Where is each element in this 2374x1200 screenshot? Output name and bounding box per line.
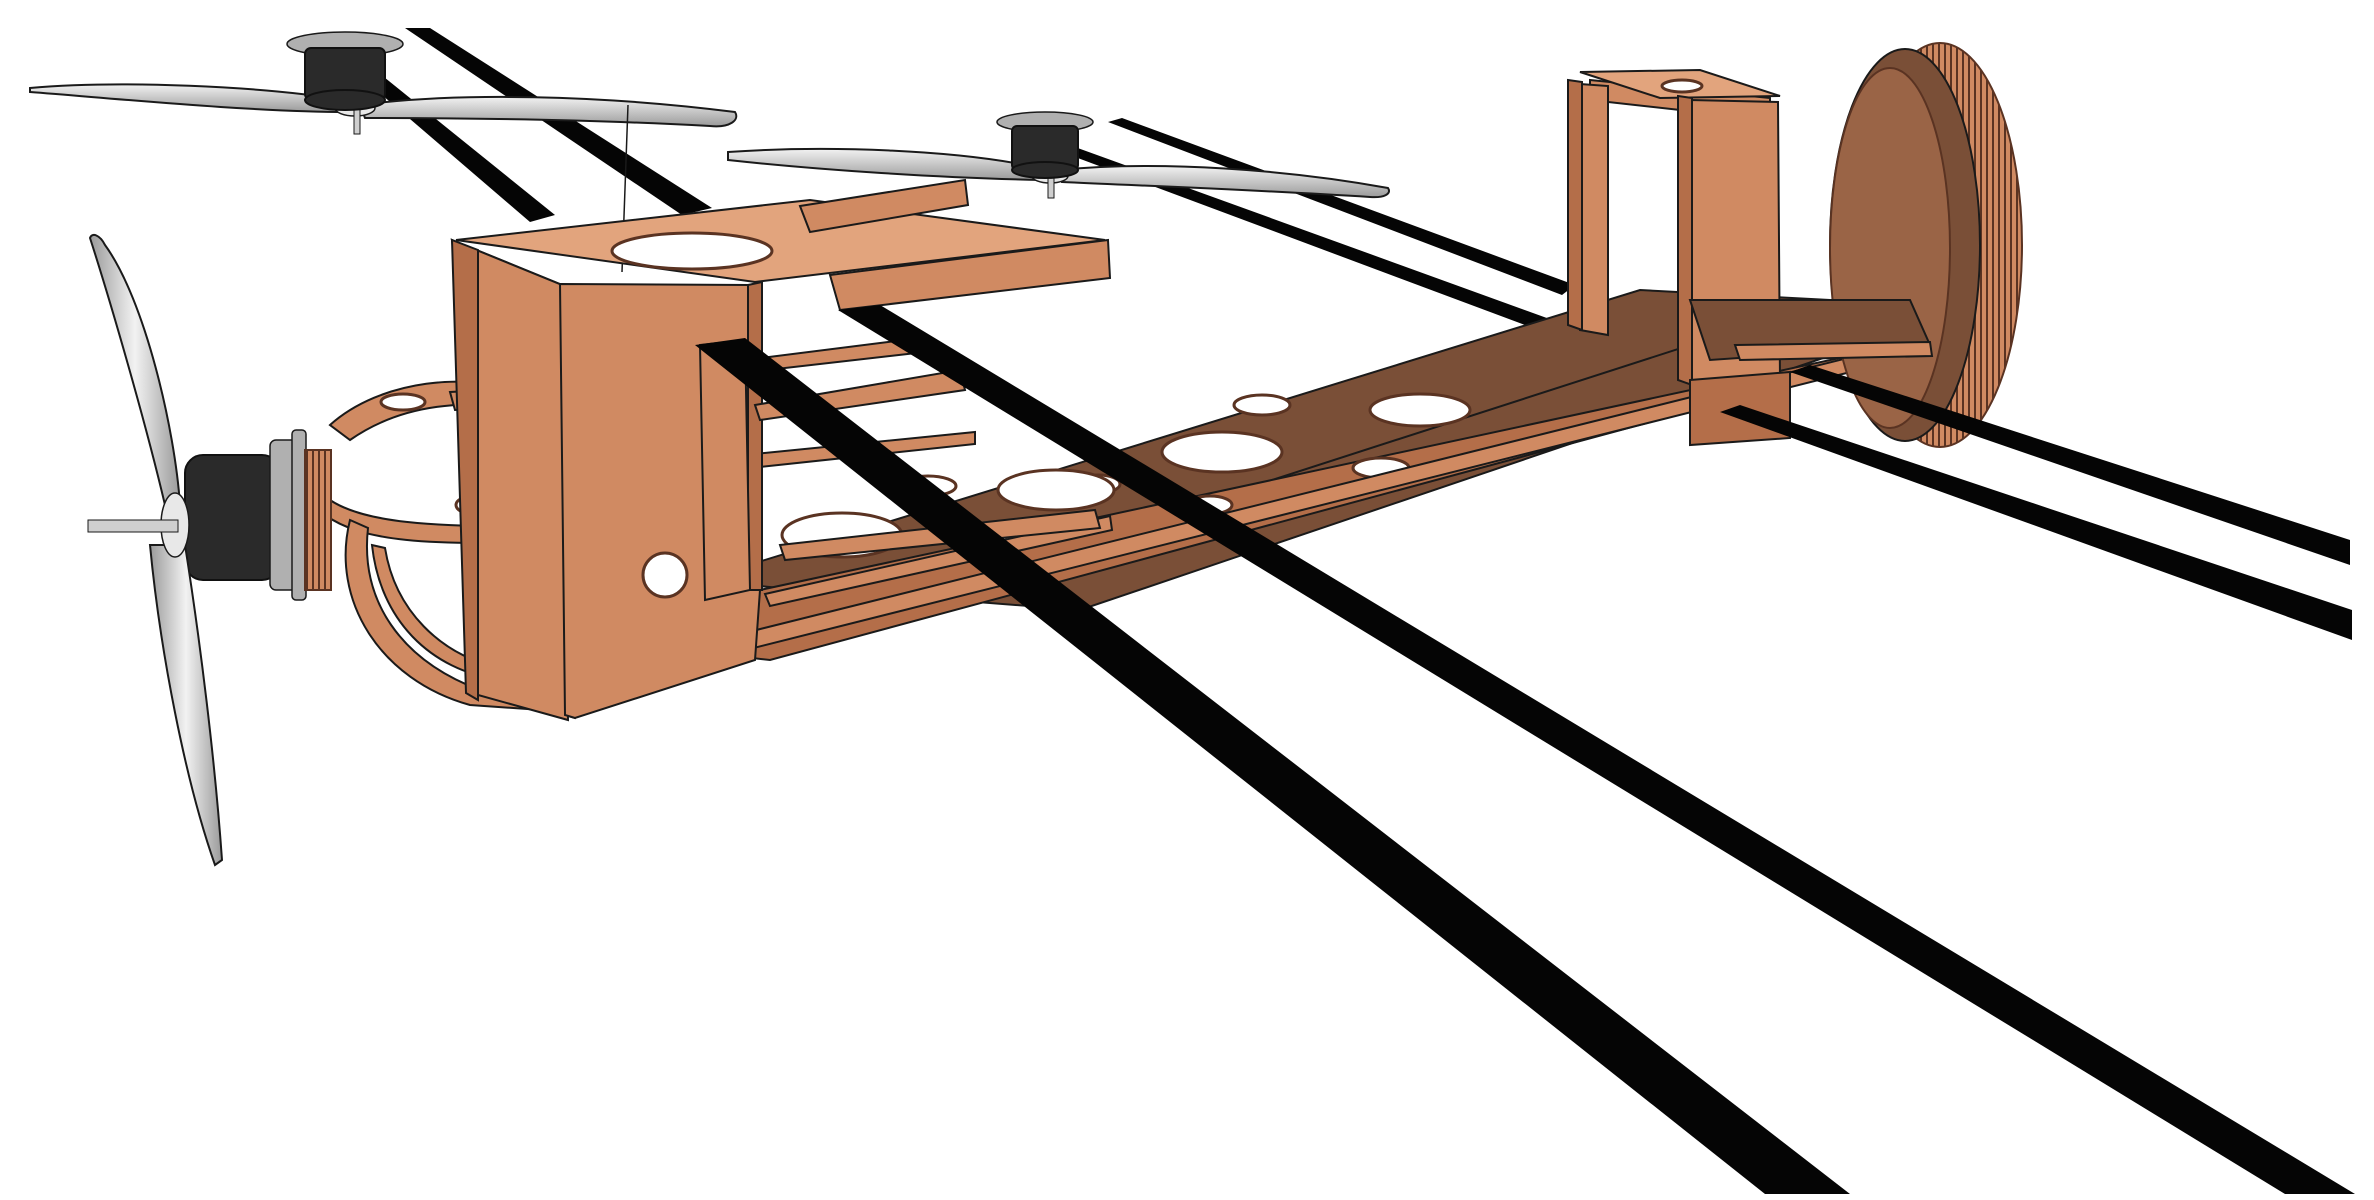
front-propeller <box>87 233 224 867</box>
rear-left-motor <box>286 31 404 111</box>
front-box <box>450 178 1112 722</box>
plate-holes <box>780 392 1472 559</box>
rear-left-propeller <box>29 83 738 135</box>
rear-right-arm <box>1035 118 1580 340</box>
rear-right-motor <box>996 111 1094 179</box>
front-arms <box>695 305 2355 1194</box>
front-motor <box>184 429 332 601</box>
rear-right-lower-arms <box>1720 365 2352 640</box>
rear-tower <box>1567 68 1934 447</box>
